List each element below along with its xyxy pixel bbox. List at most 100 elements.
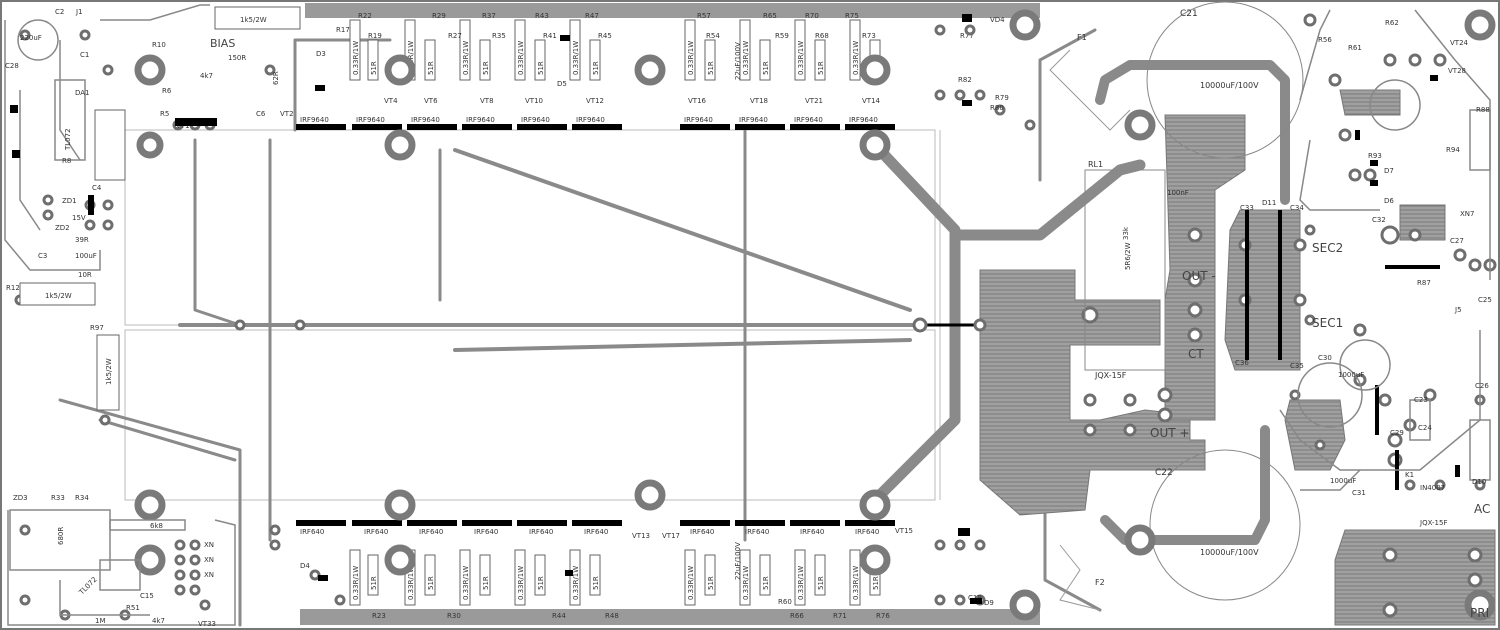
irf9640-label: IRF9640 xyxy=(576,116,605,124)
out-minus-label: OUT - xyxy=(1182,269,1216,283)
r4k7-label: 4k7 xyxy=(200,72,213,80)
svg-text:R82: R82 xyxy=(958,76,972,84)
svg-text:51R: 51R xyxy=(817,61,825,75)
r39r-label: 39R xyxy=(75,236,89,244)
zd2-label: ZD2 xyxy=(55,224,70,232)
svg-text:51R: 51R xyxy=(872,576,880,590)
irf640-label: IRF640 xyxy=(690,528,714,536)
svg-text:VT14: VT14 xyxy=(862,97,881,105)
zd3-label: ZD3 xyxy=(13,494,28,502)
r27-label: R27 xyxy=(448,32,462,40)
svg-text:JQX-15F: JQX-15F xyxy=(1419,519,1447,527)
d3-bar xyxy=(315,85,325,91)
svg-text:C25: C25 xyxy=(1478,296,1492,304)
c21-value: 10000uF/100V xyxy=(1200,81,1259,90)
irf640-label: IRF640 xyxy=(529,528,553,536)
r5w-label: 5R6/2W xyxy=(1124,242,1132,270)
r8-label: R8 xyxy=(62,157,71,165)
r6-label: R6 xyxy=(162,87,172,95)
r51-designator: R51 xyxy=(126,604,140,612)
r48-label: R48 xyxy=(605,612,619,620)
svg-text:D5: D5 xyxy=(557,80,567,88)
power-resistors xyxy=(19,6,301,411)
jqx-label: JQX-15F xyxy=(1094,371,1127,380)
pri-label: PRI xyxy=(1470,606,1489,620)
svg-text:0.33R/1W: 0.33R/1W xyxy=(352,566,360,600)
svg-text:1000uF: 1000uF xyxy=(1338,371,1364,379)
svg-text:0.33R/1W: 0.33R/1W xyxy=(742,566,750,600)
d-bar-bottom xyxy=(970,598,982,604)
c22-label: C22 xyxy=(1155,468,1173,478)
sec2-label: SEC2 xyxy=(1312,241,1343,255)
svg-text:C36: C36 xyxy=(1235,359,1249,367)
vd4-bar xyxy=(962,14,972,22)
resistor-designators-bottom: R23 R30 R44 R48 R60 R66 R71 R76 VT13 VT1… xyxy=(372,532,890,620)
svg-text:VT8: VT8 xyxy=(480,97,494,105)
svg-text:0.33R/1W: 0.33R/1W xyxy=(852,566,860,600)
tl072-label: TL072 xyxy=(64,128,72,151)
r68-label: R68 xyxy=(815,32,829,40)
svg-text:0.33R/1W: 0.33R/1W xyxy=(572,566,580,600)
c21-label: C21 xyxy=(1180,9,1198,19)
svg-text:0.33R/1W: 0.33R/1W xyxy=(462,566,470,600)
top-copper-band xyxy=(305,3,1040,18)
d3-label: D3 xyxy=(316,50,326,58)
svg-text:C26: C26 xyxy=(1475,382,1489,390)
svg-text:51R: 51R xyxy=(592,61,600,75)
r59-label: R59 xyxy=(775,32,789,40)
resistors-top xyxy=(349,19,881,81)
vt17-label: VT17 xyxy=(662,532,680,540)
d-bar-left-2 xyxy=(12,150,20,158)
svg-text:1000uF: 1000uF xyxy=(1330,477,1356,485)
svg-text:C32: C32 xyxy=(1372,216,1386,224)
resistor-designators-top: R22 R29 R37 R43 R47 R57 R65 R70 R75 R19 … xyxy=(358,12,974,40)
irf640-label: IRF640 xyxy=(419,528,443,536)
irf640-label: IRF640 xyxy=(474,528,498,536)
r77-label: R77 xyxy=(960,32,974,40)
d7-bar xyxy=(1370,160,1378,166)
r33k-label: 33k xyxy=(1122,226,1130,240)
ct-label: CT xyxy=(1188,347,1204,361)
c-100nf-label: 100nF xyxy=(1167,189,1189,197)
zener-bar xyxy=(88,195,94,215)
svg-text:C33: C33 xyxy=(1240,204,1254,212)
relay-rl1 xyxy=(1084,169,1166,371)
irf640-label: IRF640 xyxy=(745,528,769,536)
r57-label: R57 xyxy=(697,12,711,20)
svg-text:51R: 51R xyxy=(592,576,600,590)
svg-text:VT24: VT24 xyxy=(1450,39,1469,47)
svg-text:51R: 51R xyxy=(427,61,435,75)
resistors-bottom xyxy=(349,549,881,606)
da1-label: DA1 xyxy=(75,89,90,97)
svg-text:C30: C30 xyxy=(1318,354,1332,362)
r30-label: R30 xyxy=(447,612,461,620)
c1-label: C1 xyxy=(80,51,89,59)
rl1-label: RL1 xyxy=(1088,160,1103,169)
svg-text:0.33R/1W: 0.33R/1W xyxy=(462,41,470,75)
svg-text:D7: D7 xyxy=(1384,167,1394,175)
d8-bar xyxy=(1430,75,1438,81)
resistor-values-top: 0.33R/1W 51R 0.33R/1W 51R 0.33R/1W 51R 0… xyxy=(352,41,880,75)
svg-text:51R: 51R xyxy=(707,576,715,590)
r6k8-label: 6k8 xyxy=(150,522,163,530)
fuse-frames xyxy=(1049,49,1131,611)
r96-value: 1k5/2W xyxy=(240,16,267,24)
svg-text:R80: R80 xyxy=(990,104,1004,112)
c3-label: C3 xyxy=(38,252,47,260)
svg-text:R56: R56 xyxy=(1318,36,1332,44)
r12-value: 1k5/2W xyxy=(45,292,72,300)
d-bar-left xyxy=(10,105,18,113)
svg-text:VT2: VT2 xyxy=(280,110,294,118)
irf9640-label: IRF9640 xyxy=(684,116,713,124)
svg-text:51R: 51R xyxy=(537,576,545,590)
f1-label: F1 xyxy=(1077,33,1087,42)
svg-text:51R: 51R xyxy=(370,61,378,75)
r680r-label: 680R xyxy=(57,527,65,545)
svg-text:D9: D9 xyxy=(984,599,994,607)
small-pads xyxy=(14,13,1497,621)
svg-text:22uF/100V: 22uF/100V xyxy=(734,542,742,580)
r23-label: R23 xyxy=(372,612,386,620)
svg-text:R94: R94 xyxy=(1446,146,1460,154)
d4-bar xyxy=(318,575,328,581)
irf9640-label: IRF9640 xyxy=(521,116,550,124)
